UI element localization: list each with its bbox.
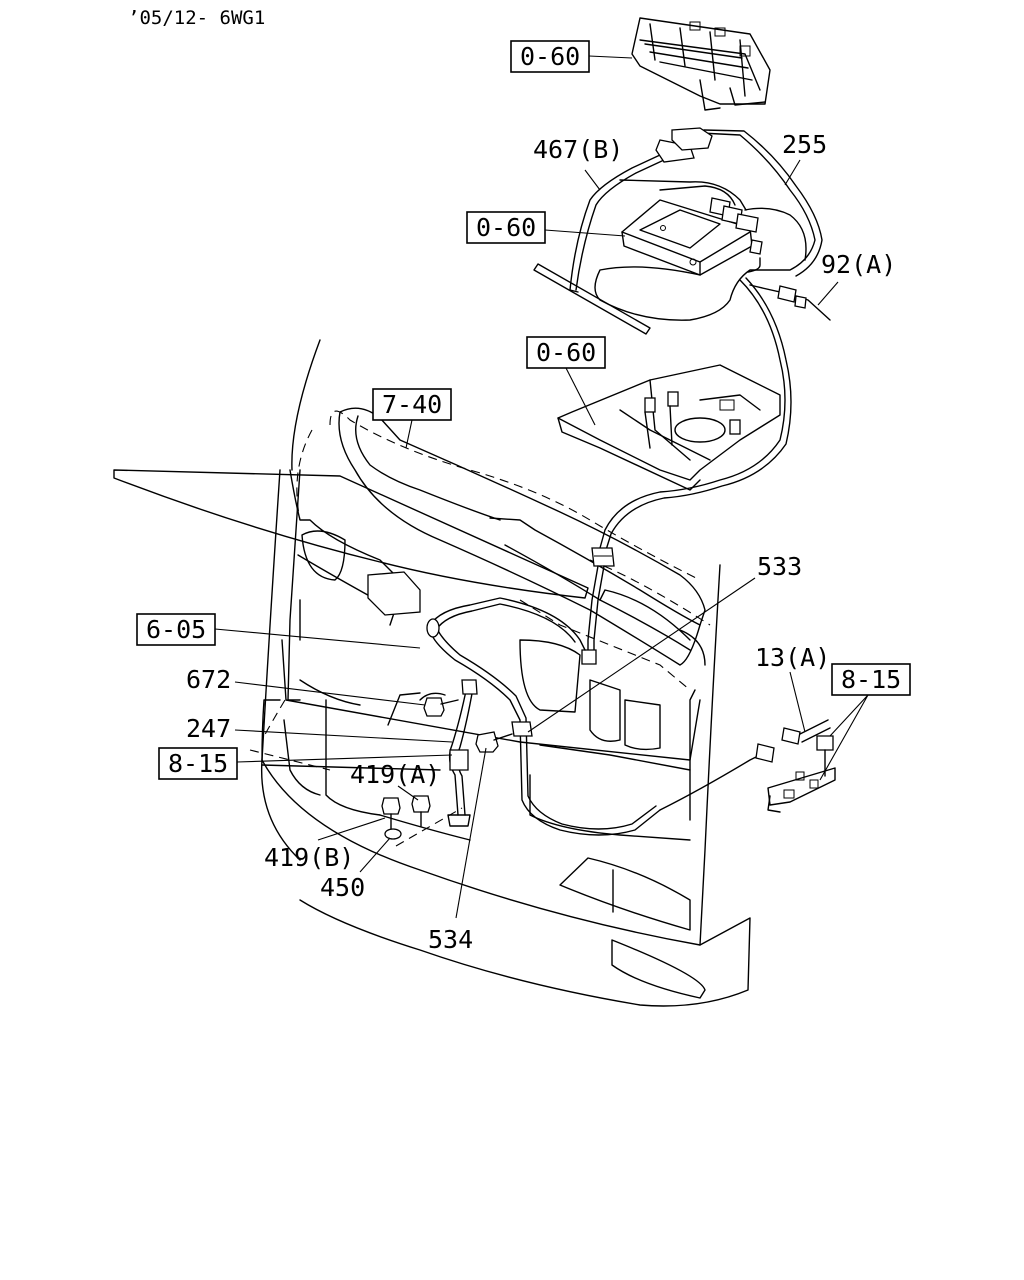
callout-0-60-top[interactable]: 0-60 [510,40,590,73]
label-419B: 419(B) [264,843,354,872]
leader-467B [584,169,601,191]
callout-text: 8-15 [841,665,901,694]
leader-450 [359,837,391,873]
leader-13A [789,671,806,733]
callout-0-60-low[interactable]: 0-60 [526,336,606,369]
leader-419B [317,817,386,841]
front-grille-panel [338,407,706,666]
label-534: 534 [428,925,473,954]
callout-6-05[interactable]: 6-05 [136,613,216,646]
wiring-harness [533,127,831,665]
callout-0-60-mid[interactable]: 0-60 [466,211,546,244]
label-533: 533 [757,552,802,581]
leader-0-60-mid [544,229,626,237]
mounting-bracket [557,364,781,491]
label-13A: 13(A) [755,643,830,672]
cab-body-outline [113,339,751,1007]
leader-533 [527,577,756,733]
callout-text: 0-60 [476,213,536,242]
leader-8-15-right [819,694,869,781]
leader-6-05 [214,628,421,649]
callout-8-15-left[interactable]: 8-15 [158,747,238,780]
label-92A: 92(A) [821,250,896,279]
callout-7-40[interactable]: 7-40 [372,388,452,421]
top-bracket [631,17,771,111]
leader-247 [234,729,453,743]
callout-text: 0-60 [536,338,596,367]
leader-0-60-top [588,55,633,59]
leader-255 [784,159,801,186]
label-467B: 467(B) [533,135,623,164]
label-419A: 419(A) [350,760,440,789]
leader-419A [397,785,419,801]
leader-0-60-low [565,367,596,426]
leader-534 [455,747,487,919]
callout-8-15-right[interactable]: 8-15 [831,663,911,696]
label-255: 255 [782,130,827,159]
callout-text: 8-15 [168,749,228,778]
label-247: 247 [186,714,231,743]
callout-text: 0-60 [520,42,580,71]
label-672: 672 [186,665,231,694]
leader-672 [234,681,426,706]
leader-8-15-left [236,754,453,763]
leader-92A [817,281,839,306]
header-code: ’05/12- 6WG1 [128,7,265,29]
hose-assembly [381,597,836,840]
callout-text: 7-40 [382,390,442,419]
leader-7-40 [405,419,413,449]
callout-text: 6-05 [146,615,206,644]
label-450: 450 [320,873,365,902]
